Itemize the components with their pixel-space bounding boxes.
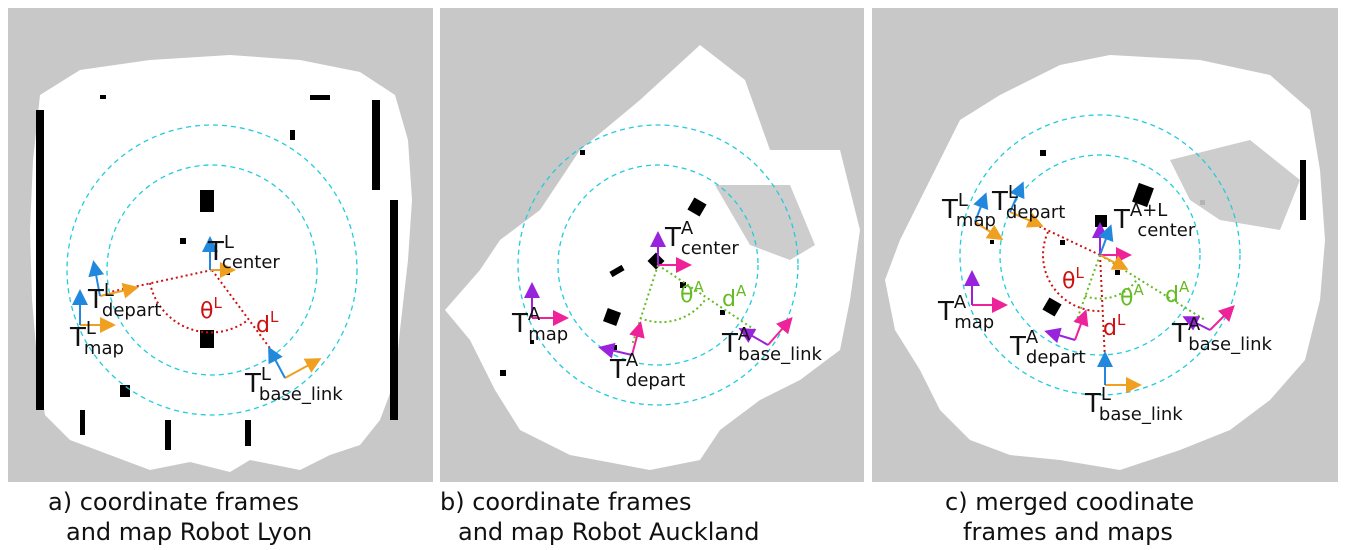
caption-c-line-2: frames and maps xyxy=(963,518,1173,546)
caption-b-line-2: and map Robot Auckland xyxy=(458,518,760,546)
panel-c-frame-base-link-L xyxy=(1097,351,1142,393)
panel-c-label-d-A: dA xyxy=(1165,278,1190,308)
panel-a-map-obstacles xyxy=(36,95,398,450)
panel-b-frame-depart xyxy=(598,321,645,359)
panel-c-theta-L-arc xyxy=(1042,231,1103,313)
panel-c-label-theta-A: θA xyxy=(1120,281,1144,311)
panel-b-map-obstacles xyxy=(500,150,725,376)
panel-b-frame-base-link xyxy=(738,316,793,346)
panel-b-map-gray-region xyxy=(715,185,815,260)
panel-a-label-theta: θL xyxy=(200,294,222,324)
panel-b-label-d: dA xyxy=(722,282,747,312)
panel-b-outer-circle xyxy=(517,124,799,406)
caption-c-line-1: c) merged coodinate xyxy=(945,488,1195,516)
panel-c-frame-depart-A xyxy=(1044,309,1089,344)
panel-b-frame-map xyxy=(524,282,569,326)
panel-a-outer-circle xyxy=(66,124,358,416)
caption-a-line-1: a) coordinate frames xyxy=(48,488,300,516)
caption-b-line-1: b) coordinate frames xyxy=(440,488,692,516)
panel-a-frame-map xyxy=(72,289,116,333)
panel-c-theta-A-arc xyxy=(1084,277,1139,300)
caption-a-line-2: and map Robot Lyon xyxy=(66,518,313,546)
panel-a-label-d: dL xyxy=(256,308,279,338)
panel-a-frame-center xyxy=(202,236,236,278)
panel-a-frame-depart xyxy=(88,260,139,299)
caption-b: b) coordinate frames and map Robot Auckl… xyxy=(440,487,760,547)
panel-c-frame-map-A xyxy=(964,270,1008,313)
panel-c-label-theta-L: θL xyxy=(1062,264,1084,294)
panel-c-map-obstacles xyxy=(990,150,1306,317)
panel-c-frame-map-L xyxy=(973,192,1004,241)
panel-c-outer-circle xyxy=(959,114,1241,396)
panel-b-frame-center xyxy=(650,231,692,273)
panel-a-frame-base-link xyxy=(268,346,322,379)
panel-b-theta-arc xyxy=(639,299,706,324)
panel-c-frame-depart-L xyxy=(1009,181,1044,228)
caption-a: a) coordinate frames and map Robot Lyon xyxy=(48,487,312,547)
panel-b-label-theta: θA xyxy=(680,278,704,308)
panel-c-map-gray-region xyxy=(1170,140,1300,230)
panel-c-frame-base-link-A xyxy=(1182,305,1235,331)
caption-c: c) merged coodinate frames and maps xyxy=(945,487,1194,547)
panel-c-frame-center xyxy=(1092,222,1132,270)
panel-b-inner-circle xyxy=(557,164,759,366)
panel-c-label-d-L: dL xyxy=(1103,311,1126,341)
panel-a-theta-arc xyxy=(149,282,249,334)
panel-a-inner-circle xyxy=(106,164,318,376)
